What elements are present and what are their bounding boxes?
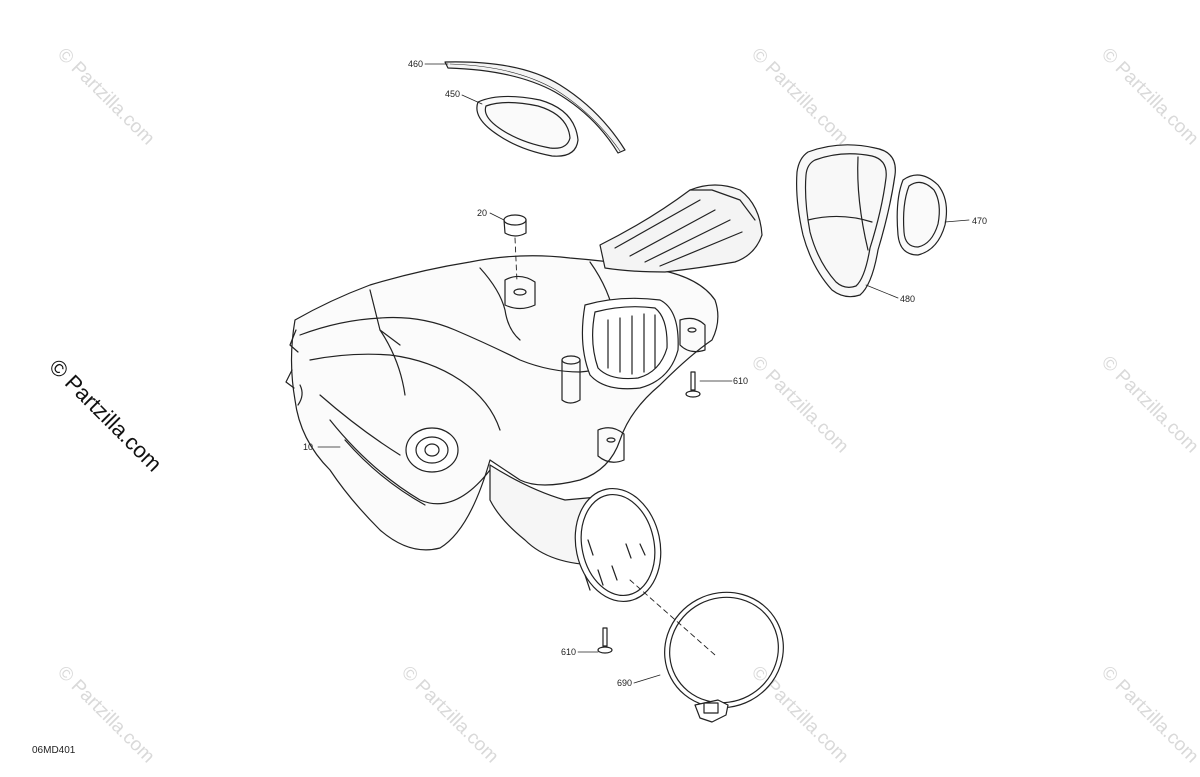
callout-470: 470 xyxy=(972,216,988,226)
assembly-lines xyxy=(514,237,716,656)
screw-610-upper xyxy=(685,371,701,398)
callout-610-upper: 610 xyxy=(733,376,749,386)
callout-480: 480 xyxy=(900,294,916,304)
callout-20: 20 xyxy=(477,208,488,218)
callout-10: 10 xyxy=(303,442,314,452)
callout-450: 450 xyxy=(445,89,461,99)
filter-frame-480 xyxy=(796,144,896,298)
screw-610-lower xyxy=(597,627,613,654)
seal-strip-460 xyxy=(444,61,626,154)
callout-460: 460 xyxy=(408,59,424,69)
clamp-690 xyxy=(664,591,784,723)
filter-element-470 xyxy=(896,174,948,256)
callout-610-lower: 610 xyxy=(561,647,577,657)
cap-20 xyxy=(503,214,527,237)
leader-lines xyxy=(317,63,970,684)
drawing-number: 06MD401 xyxy=(32,745,76,756)
airbox-10 xyxy=(285,184,763,603)
gasket-450 xyxy=(476,95,579,157)
callout-690: 690 xyxy=(617,678,633,688)
